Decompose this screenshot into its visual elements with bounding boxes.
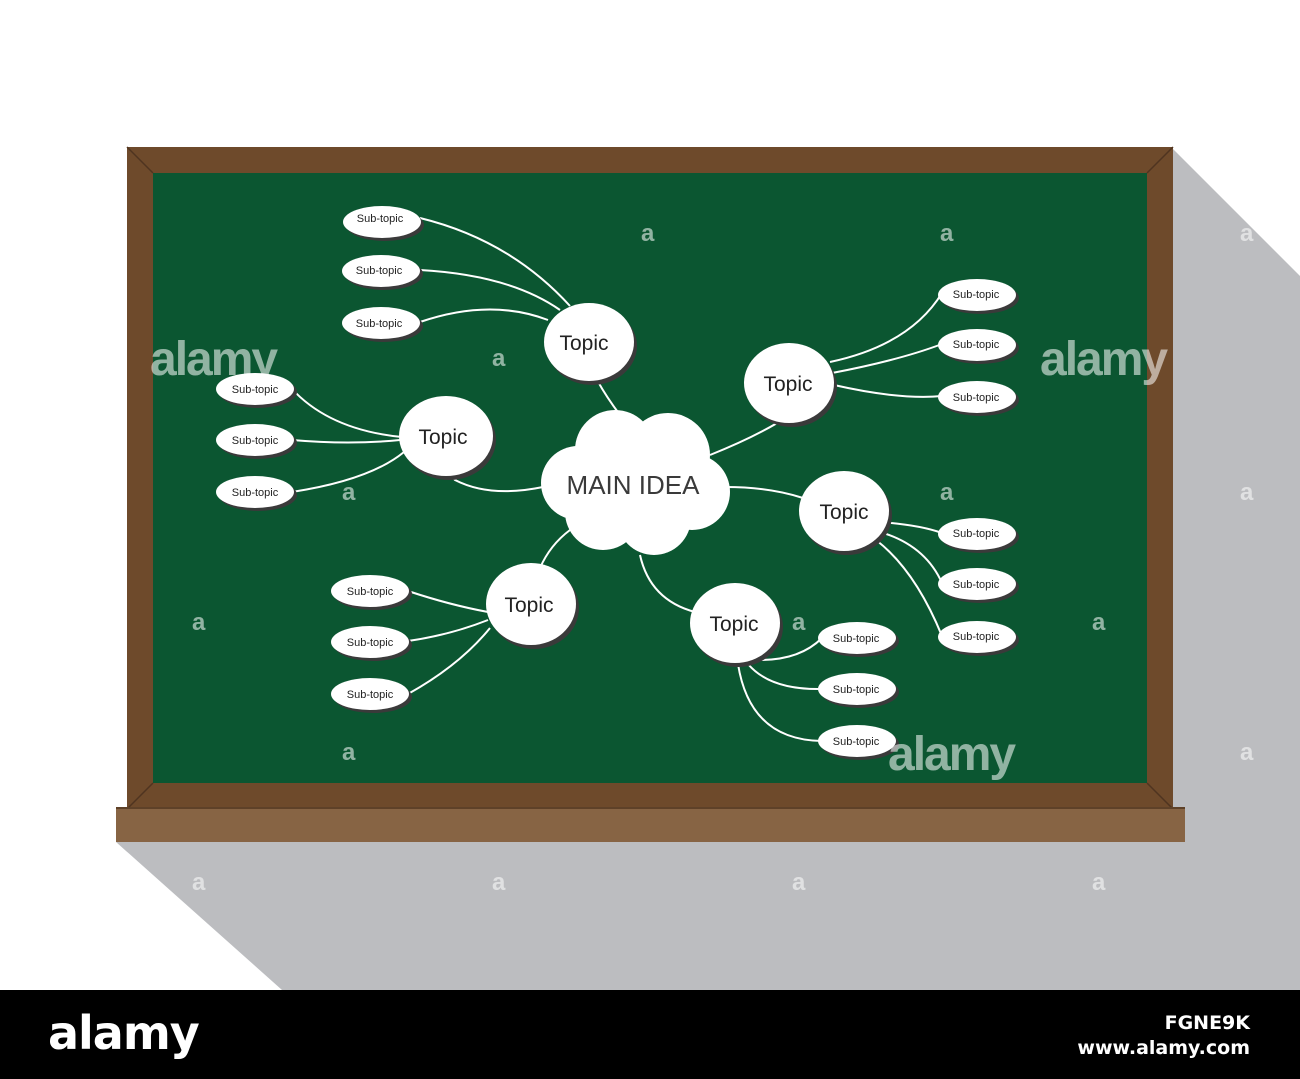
footer-bar — [0, 990, 1300, 1079]
watermark-letter: a — [1240, 220, 1254, 247]
subtopic-node: Sub-topic — [938, 381, 1019, 416]
subtopic-label: Sub-topic — [356, 265, 403, 277]
subtopic-node: Sub-topic — [216, 424, 297, 459]
watermark-letter: a — [192, 869, 206, 896]
topic-label: Topic — [763, 373, 812, 396]
subtopic-node: Sub-topic — [938, 279, 1019, 314]
topic-label: Topic — [709, 613, 758, 636]
subtopic-node: Sub-topic — [343, 206, 424, 241]
subtopic-label: Sub-topic — [953, 631, 1000, 643]
topic-label: Topic — [418, 426, 467, 449]
subtopic-label: Sub-topic — [232, 487, 279, 499]
subtopic-node: Sub-topic — [342, 255, 423, 290]
watermark-letter: a — [792, 609, 806, 636]
watermark-letter: a — [641, 220, 655, 247]
subtopic-node: Sub-topic — [938, 518, 1019, 553]
subtopic-node: Sub-topic — [216, 373, 297, 408]
subtopic-label: Sub-topic — [953, 528, 1000, 540]
footer-logo: alamy — [48, 1006, 200, 1060]
subtopic-node: Sub-topic — [818, 725, 899, 760]
topic-node-4: Topic — [690, 583, 783, 667]
subtopic-node: Sub-topic — [818, 673, 899, 708]
watermark-letter: a — [492, 345, 506, 372]
subtopic-node: Sub-topic — [938, 568, 1019, 603]
subtopic-label: Sub-topic — [833, 684, 880, 696]
scene: MAIN IDEA Topic Topic Topic Topic Topic … — [116, 146, 1300, 990]
subtopic-label: Sub-topic — [347, 689, 394, 701]
watermark-letter: a — [940, 220, 954, 247]
main-idea-node: MAIN IDEA — [541, 410, 730, 555]
watermark-logo: alamy — [1040, 333, 1168, 386]
watermark-letter: a — [1240, 479, 1254, 506]
watermark-letter: a — [342, 479, 356, 506]
watermark-letter: a — [1092, 869, 1106, 896]
subtopic-node: Sub-topic — [938, 329, 1019, 364]
watermark-letter: a — [192, 609, 206, 636]
topic-label: Topic — [819, 501, 868, 524]
subtopic-label: Sub-topic — [232, 435, 279, 447]
watermark-letter: a — [1092, 609, 1106, 636]
topic-node-2: Topic — [744, 343, 837, 427]
subtopic-label: Sub-topic — [953, 339, 1000, 351]
subtopic-label: Sub-topic — [357, 213, 404, 225]
watermark-letter: a — [792, 869, 806, 896]
subtopic-node: Sub-topic — [342, 307, 423, 342]
topic-label: Topic — [559, 332, 608, 355]
watermark-letter: a — [940, 479, 954, 506]
frame-bevel-lines — [126, 146, 1174, 810]
subtopic-label: Sub-topic — [833, 633, 880, 645]
subtopic-node: Sub-topic — [818, 622, 899, 657]
watermark-letter: a — [1240, 739, 1254, 766]
topic-node-1: Topic — [544, 303, 637, 385]
subtopic-node: Sub-topic — [331, 575, 412, 610]
watermark-logo: alamy — [888, 728, 1016, 781]
subtopic-label: Sub-topic — [356, 318, 403, 330]
topic-node-5: Topic — [486, 563, 579, 649]
subtopic-label: Sub-topic — [347, 637, 394, 649]
board-shadow — [116, 148, 1300, 990]
topic-node-3: Topic — [799, 471, 892, 555]
subtopic-label: Sub-topic — [833, 736, 880, 748]
subtopic-node: Sub-topic — [216, 476, 297, 511]
subtopic-label: Sub-topic — [232, 384, 279, 396]
subtopic-node: Sub-topic — [938, 621, 1019, 656]
topic-label: Topic — [504, 594, 553, 617]
image-id: FGNE9K — [1164, 1012, 1250, 1034]
watermark-letter: a — [492, 869, 506, 896]
subtopic-label: Sub-topic — [953, 579, 1000, 591]
main-idea-label: MAIN IDEA — [567, 470, 701, 500]
watermark-overlay: alamy alamy alamy a a a a a a a a a a a … — [150, 220, 1254, 896]
chalkboard-illustration: MAIN IDEA Topic Topic Topic Topic Topic … — [116, 146, 1300, 990]
watermark-letter: a — [342, 739, 356, 766]
subtopic-node: Sub-topic — [331, 626, 412, 661]
subtopic-nodes: Sub-topic Sub-topic Sub-topic Sub-topic … — [216, 206, 1019, 760]
footer-url: www.alamy.com — [1077, 1037, 1250, 1059]
subtopic-label: Sub-topic — [953, 392, 1000, 404]
board-ledge — [116, 808, 1185, 842]
subtopic-node: Sub-topic — [331, 678, 412, 713]
subtopic-label: Sub-topic — [347, 586, 394, 598]
watermark-logo: alamy — [150, 333, 278, 386]
subtopic-label: Sub-topic — [953, 289, 1000, 301]
topic-node-6: Topic — [399, 396, 496, 480]
